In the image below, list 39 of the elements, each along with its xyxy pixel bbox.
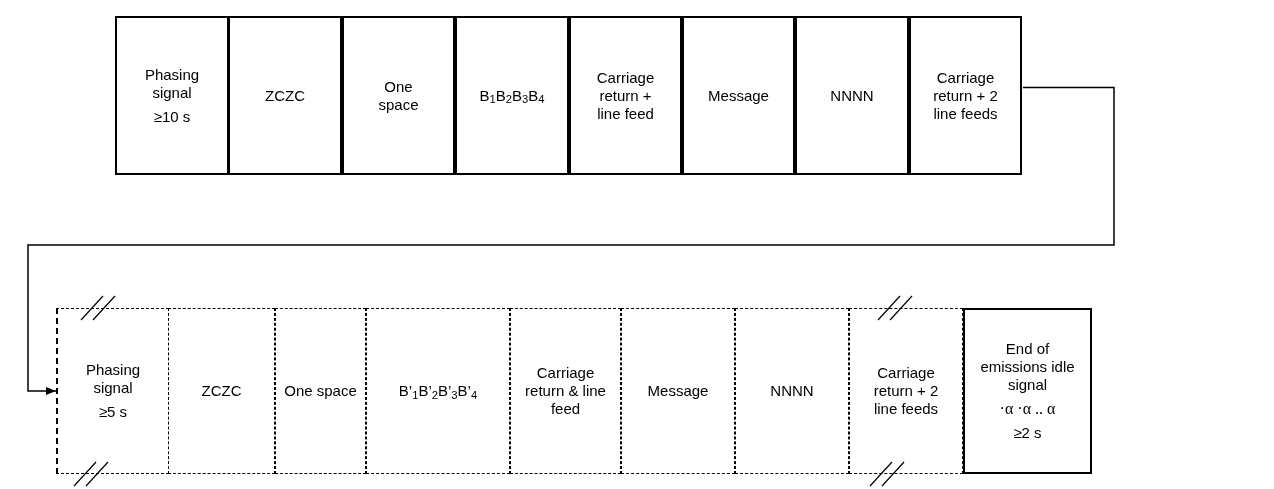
cell-text: Carriage return + line feed bbox=[595, 68, 656, 123]
sequence-cell bbox=[963, 308, 1092, 474]
cell-text: B’$_{1}$B’$_{2}$B’$_{3}$B’$_{4}$ bbox=[398, 382, 478, 400]
sequence-cell bbox=[735, 308, 849, 474]
cell-text: ZCZC bbox=[201, 382, 242, 400]
cell-text: ≥10 s bbox=[153, 107, 191, 126]
sequence-cell bbox=[366, 308, 510, 474]
sequence-cell bbox=[455, 16, 569, 175]
cell-text: One space bbox=[377, 77, 420, 114]
cell-text: ·α ·α .. α bbox=[999, 400, 1056, 418]
sequence-cell bbox=[849, 308, 963, 474]
cell-text: End of emissions idle signal bbox=[979, 340, 1076, 394]
sequence-cell bbox=[510, 308, 621, 474]
cell-text: Carriage return + 2 line feeds bbox=[872, 364, 940, 418]
cell-text: NNNN bbox=[770, 382, 814, 400]
sequence-cell bbox=[115, 16, 229, 175]
sequence-cell bbox=[168, 308, 275, 474]
cell-text: NNNN bbox=[830, 86, 874, 105]
cell-text: B$_{1}$B$_{2}$B$_{3}$B$_{4}$ bbox=[479, 86, 545, 105]
connector-arrow bbox=[27, 86, 1115, 395]
cell-text: ≥2 s bbox=[1013, 424, 1042, 442]
sequence-cell bbox=[569, 16, 682, 175]
sequence-cell bbox=[275, 308, 366, 474]
cell-text: Carriage return + 2 line feeds bbox=[932, 68, 999, 123]
sequence-cell bbox=[909, 16, 1022, 175]
sequence-cell bbox=[621, 308, 735, 474]
sequence-cell bbox=[795, 16, 909, 175]
cell-text: Message bbox=[708, 86, 769, 105]
cell-text: Carriage return & line feed bbox=[524, 364, 607, 418]
sequence-cell bbox=[342, 16, 455, 175]
cell-text: ZCZC bbox=[265, 86, 305, 105]
sequence-cell bbox=[56, 308, 169, 474]
cell-text: ≥5 s bbox=[98, 403, 128, 421]
cell-text: Message bbox=[647, 382, 709, 400]
cell-text: One space bbox=[284, 382, 357, 400]
sequence-cell bbox=[682, 16, 795, 175]
sequence-cell bbox=[228, 16, 342, 175]
cell-text: Phasing signal bbox=[143, 65, 201, 102]
cell-text: Phasing signal bbox=[84, 361, 142, 397]
